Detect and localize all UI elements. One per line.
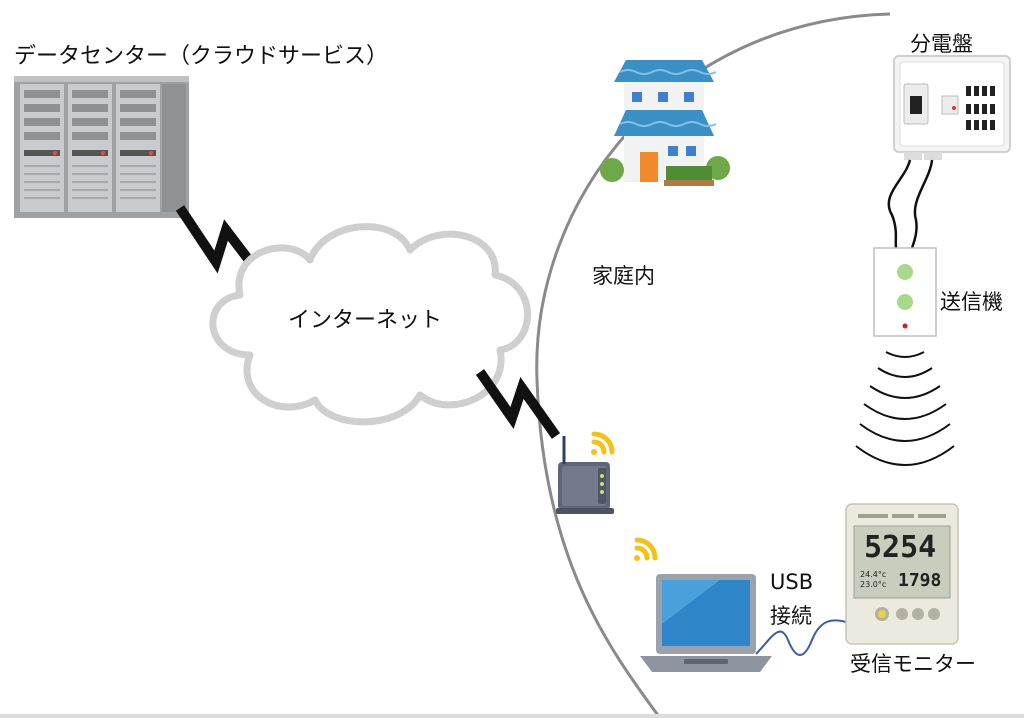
monitor-temp-1: 24.4°c <box>860 570 887 579</box>
transmitter-label: 送信機 <box>940 290 1003 314</box>
connection-bolt-upper <box>175 205 262 276</box>
laptop-wifi-signal-icon <box>634 537 658 561</box>
house-icon <box>600 60 730 186</box>
wifi-signal-icon <box>591 431 615 455</box>
monitor-main-value: 5254 <box>864 530 937 565</box>
receiver-monitor-icon <box>845 503 959 645</box>
radio-wave-icon <box>855 351 955 466</box>
transmitter-icon <box>873 247 937 337</box>
home-boundary-arc <box>535 12 891 718</box>
bottom-border <box>0 714 1024 718</box>
monitor-temp-2: 23.0°c <box>860 580 887 589</box>
monitor-sub-value: 1798 <box>898 570 942 591</box>
panel-wire-left <box>887 159 912 249</box>
internet-label: インターネット <box>288 308 443 333</box>
home-label: 家庭内 <box>592 264 655 288</box>
usb-label: USB <box>770 570 814 594</box>
usb-cable <box>755 619 847 656</box>
datacenter-label: データセンター（クラウドサービス） <box>14 44 389 69</box>
panel-label: 分電盤 <box>910 32 973 56</box>
connection-bolt-lower <box>475 369 561 439</box>
server-rack-icon <box>14 76 189 218</box>
laptop-icon <box>640 574 772 672</box>
internet-cloud-icon <box>209 223 531 426</box>
monitor-label: 受信モニター <box>850 652 976 676</box>
wifi-router-icon <box>556 436 614 514</box>
connection-label: 接続 <box>770 604 812 628</box>
distribution-panel-icon <box>893 55 1011 160</box>
panel-wire-right <box>910 159 934 249</box>
